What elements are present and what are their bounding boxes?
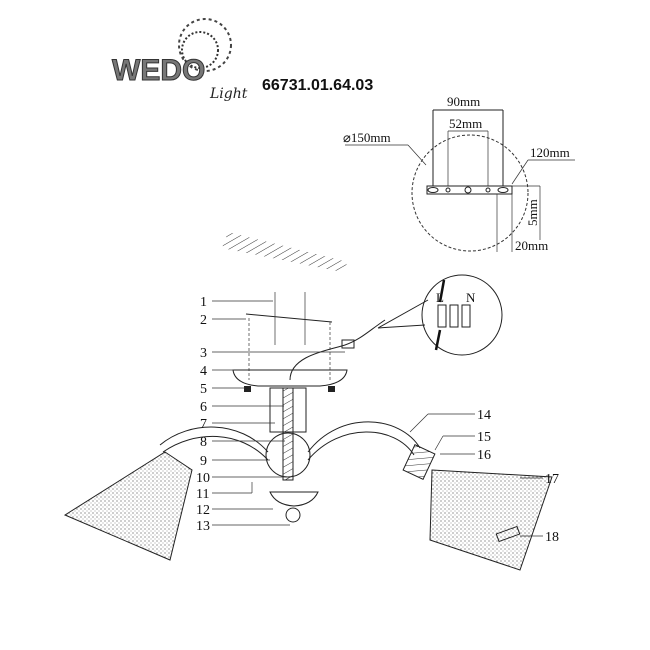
ceiling-hatch: [222, 232, 348, 272]
fixture-drawing: [63, 292, 553, 571]
part-label-17: 17: [545, 472, 559, 487]
bottom-cap: [269, 491, 319, 507]
part-label-12: 12: [196, 503, 210, 518]
logo-brand-text: WEDO: [112, 54, 205, 87]
dim-outer-spacing: 90mm: [447, 94, 480, 109]
part-label-13: 13: [196, 519, 210, 534]
part-labels: 1 2 3 4 5 6 7 8 9 10 11 12 13 14 15 16 1…: [196, 295, 559, 545]
dim-bracket-length: 120mm: [530, 145, 570, 160]
part-label-5: 5: [200, 382, 207, 397]
model-number: 66731.01.64.03: [262, 77, 373, 94]
part-label-10: 10: [196, 471, 210, 486]
right-shade: [429, 469, 553, 571]
part-label-16: 16: [477, 448, 491, 463]
part-label-9: 9: [200, 454, 207, 469]
part-label-6: 6: [200, 400, 207, 415]
part-label-11: 11: [196, 487, 209, 502]
mounting-bar: [426, 185, 513, 195]
logo-sub-text: Light: [209, 86, 248, 102]
part-label-2: 2: [200, 313, 207, 328]
mounting-bracket-detail: 90mm 52mm ⌀150mm 120mm 5mm 20mm: [343, 94, 575, 253]
terminal-live-label: L: [436, 290, 444, 305]
part-label-4: 4: [200, 364, 207, 379]
dim-inner-spacing: 52mm: [449, 116, 482, 131]
finial: [285, 507, 301, 523]
wiring-inset: L N: [377, 274, 503, 356]
left-shade: [63, 451, 193, 561]
part-label-7: 7: [200, 417, 207, 432]
terminal-neutral-label: N: [466, 290, 476, 305]
part-label-14: 14: [477, 408, 491, 423]
dim-width: 20mm: [515, 238, 548, 253]
part-label-15: 15: [477, 430, 491, 445]
part-label-8: 8: [200, 435, 207, 450]
dim-diameter: ⌀150mm: [343, 130, 391, 145]
brand-logo: WEDO Light: [112, 18, 248, 102]
logo-swirl-icon: [178, 18, 232, 72]
part-label-1: 1: [200, 295, 207, 310]
detail-circle: [411, 134, 529, 252]
part-label-18: 18: [545, 530, 559, 545]
dim-height: 5mm: [525, 199, 540, 226]
part-label-3: 3: [200, 346, 207, 361]
canopy: [232, 369, 348, 387]
